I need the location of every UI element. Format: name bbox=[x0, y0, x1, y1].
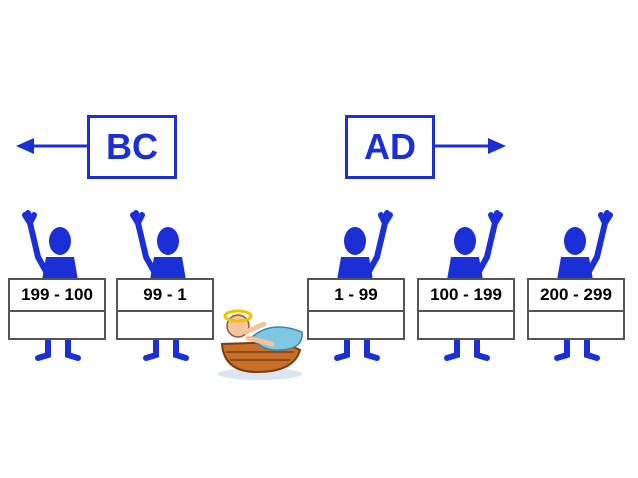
ad-label: AD bbox=[364, 126, 416, 167]
century-sign: 200 - 299 bbox=[527, 278, 625, 340]
bc-label: BC bbox=[106, 126, 158, 167]
century-range: 1 - 99 bbox=[309, 280, 403, 312]
baby-jesus-icon bbox=[218, 309, 303, 380]
person-icon bbox=[130, 210, 189, 361]
person-icon bbox=[22, 210, 81, 361]
figure-century-5: 200 - 299 bbox=[527, 205, 627, 365]
century-sign: 99 - 1 bbox=[116, 278, 214, 340]
person-icon bbox=[554, 210, 613, 361]
figure-century-1: 199 - 100 bbox=[8, 205, 108, 365]
century-range: 199 - 100 bbox=[10, 280, 104, 312]
bc-label-box: BC bbox=[87, 115, 177, 179]
person-icon bbox=[444, 210, 503, 361]
century-sign: 100 - 199 bbox=[417, 278, 515, 340]
figure-century-4: 100 - 199 bbox=[417, 205, 517, 365]
century-sign: 1 - 99 bbox=[307, 278, 405, 340]
figure-century-2: 99 - 1 bbox=[116, 205, 216, 365]
person-icon bbox=[334, 210, 393, 361]
century-range: 100 - 199 bbox=[419, 280, 513, 312]
century-sign: 199 - 100 bbox=[8, 278, 106, 340]
ad-label-box: AD bbox=[345, 115, 435, 179]
bc-arrow-head bbox=[16, 138, 34, 154]
century-range: 200 - 299 bbox=[529, 280, 623, 312]
figure-century-3: 1 - 99 bbox=[307, 205, 407, 365]
ad-arrow-head bbox=[488, 138, 506, 154]
century-range: 99 - 1 bbox=[118, 280, 212, 312]
